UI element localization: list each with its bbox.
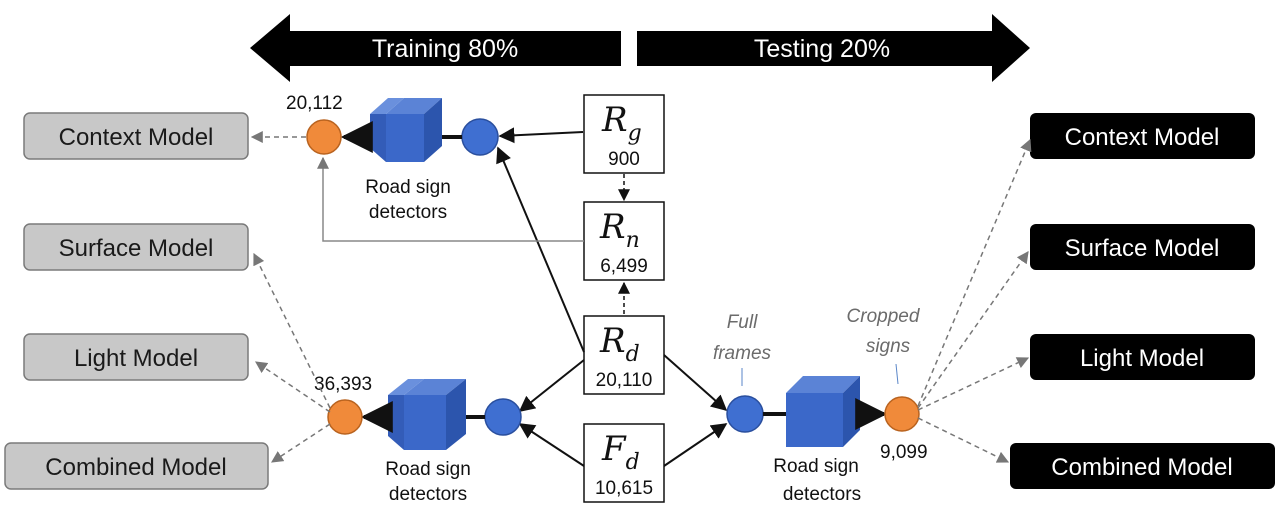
bottom-output-to-surface-model-link <box>253 252 331 409</box>
rd-to-testing-node-link <box>663 354 728 412</box>
cropped-signs-label-line1: Cropped <box>847 306 921 327</box>
testing-surface-model-box: Surface Model <box>1030 224 1255 270</box>
dataset-rg-subscript: g <box>628 121 642 146</box>
dataset-rn-subscript: n <box>626 228 640 253</box>
bottom-detector-label-line2: detectors <box>389 484 467 505</box>
svg-text:Fd: Fd <box>601 429 640 475</box>
testing-light-model-label: Light Model <box>1080 345 1204 372</box>
testing-output-to-surface-model-link <box>917 251 1029 409</box>
dataset-rg-symbol: R <box>601 100 628 140</box>
dataset-fd-count: 10,615 <box>595 478 653 499</box>
bottom-training-input-node <box>484 398 522 436</box>
top-training-output-node <box>306 119 342 155</box>
training-context-model-label: Context Model <box>59 124 214 151</box>
rd-to-bottom-node-link <box>518 359 585 412</box>
dataset-fd-subscript: d <box>626 450 640 475</box>
fd-to-testing-node-link <box>663 423 728 467</box>
svg-text:Rd: Rd <box>599 321 640 367</box>
top-training-count: 20,112 <box>286 93 343 114</box>
top-detector-label-line2: detectors <box>369 202 447 223</box>
testing-light-model-box: Light Model <box>1030 334 1255 380</box>
dataset-fd-box: Fd 10,615 <box>583 423 665 503</box>
full-frames-label-line1: Full <box>727 312 758 333</box>
rn-to-top-output-link <box>317 156 584 242</box>
training-combined-model-box: Combined Model <box>4 442 269 490</box>
testing-arrow-label: Testing 20% <box>754 35 890 63</box>
training-surface-model-box: Surface Model <box>23 223 249 271</box>
cropped-signs-label-line2: signs <box>866 336 911 357</box>
testing-context-model-label: Context Model <box>1065 124 1220 151</box>
testing-surface-model-label: Surface Model <box>1065 235 1220 262</box>
testing-combined-model-label: Combined Model <box>1051 454 1232 481</box>
bottom-detector-label-line1: Road sign <box>385 459 471 480</box>
top-training-input-node <box>461 118 499 156</box>
dataset-rg-box: Rg 900 <box>583 94 665 174</box>
top-detector-cube-icon <box>370 98 442 162</box>
dataset-fd-symbol: F <box>601 429 627 469</box>
dataset-rd-symbol: R <box>599 321 626 361</box>
testing-arrow: Testing 20% <box>637 14 1030 82</box>
testing-count: 9,099 <box>880 442 928 463</box>
testing-input-node <box>726 395 764 433</box>
dataset-rd-count: 20,110 <box>596 370 653 391</box>
top-detector-label-line1: Road sign <box>365 177 451 198</box>
dataset-rd-subscript: d <box>626 342 640 367</box>
training-context-model-box: Context Model <box>23 112 249 160</box>
training-light-model-box: Light Model <box>23 333 249 381</box>
rd-to-top-node-link <box>496 146 585 353</box>
testing-detector-cube-icon <box>786 376 860 447</box>
training-surface-model-label: Surface Model <box>59 235 214 262</box>
testing-output-to-context-model-link <box>917 138 1032 407</box>
svg-text:Rg: Rg <box>601 100 642 146</box>
testing-detector-label-line2: detectors <box>783 484 861 505</box>
bottom-detector-cube-icon <box>388 379 466 450</box>
dataset-rd-box: Rd 20,110 <box>583 315 665 395</box>
training-arrow: Training 80% <box>250 14 621 82</box>
bottom-output-to-light-model-link <box>255 361 331 413</box>
training-arrow-label: Training 80% <box>372 35 518 63</box>
rg-to-top-node-link <box>498 127 584 144</box>
cropped-signs-pointer <box>895 363 899 385</box>
testing-combined-model-box: Combined Model <box>1010 443 1275 489</box>
testing-output-to-combined-model-link <box>917 417 1010 463</box>
dataset-rn-box: Rn 6,499 <box>583 201 665 281</box>
svg-text:Rn: Rn <box>599 207 640 253</box>
training-light-model-label: Light Model <box>74 345 198 372</box>
testing-context-model-box: Context Model <box>1030 113 1255 159</box>
testing-detector-label-line1: Road sign <box>773 456 859 477</box>
dataset-rn-count: 6,499 <box>600 256 648 277</box>
fd-to-bottom-node-link <box>518 423 585 467</box>
training-combined-model-label: Combined Model <box>45 454 226 481</box>
bottom-training-output-node <box>327 399 363 435</box>
bottom-training-count: 36,393 <box>314 374 372 395</box>
testing-output-to-light-model-link <box>917 357 1030 411</box>
dataset-rg-count: 900 <box>608 149 640 170</box>
dataset-rn-symbol: R <box>599 207 626 247</box>
testing-output-node <box>884 396 920 432</box>
full-frames-label-line2: frames <box>713 343 772 364</box>
bottom-output-to-combined-model-link <box>270 423 331 463</box>
